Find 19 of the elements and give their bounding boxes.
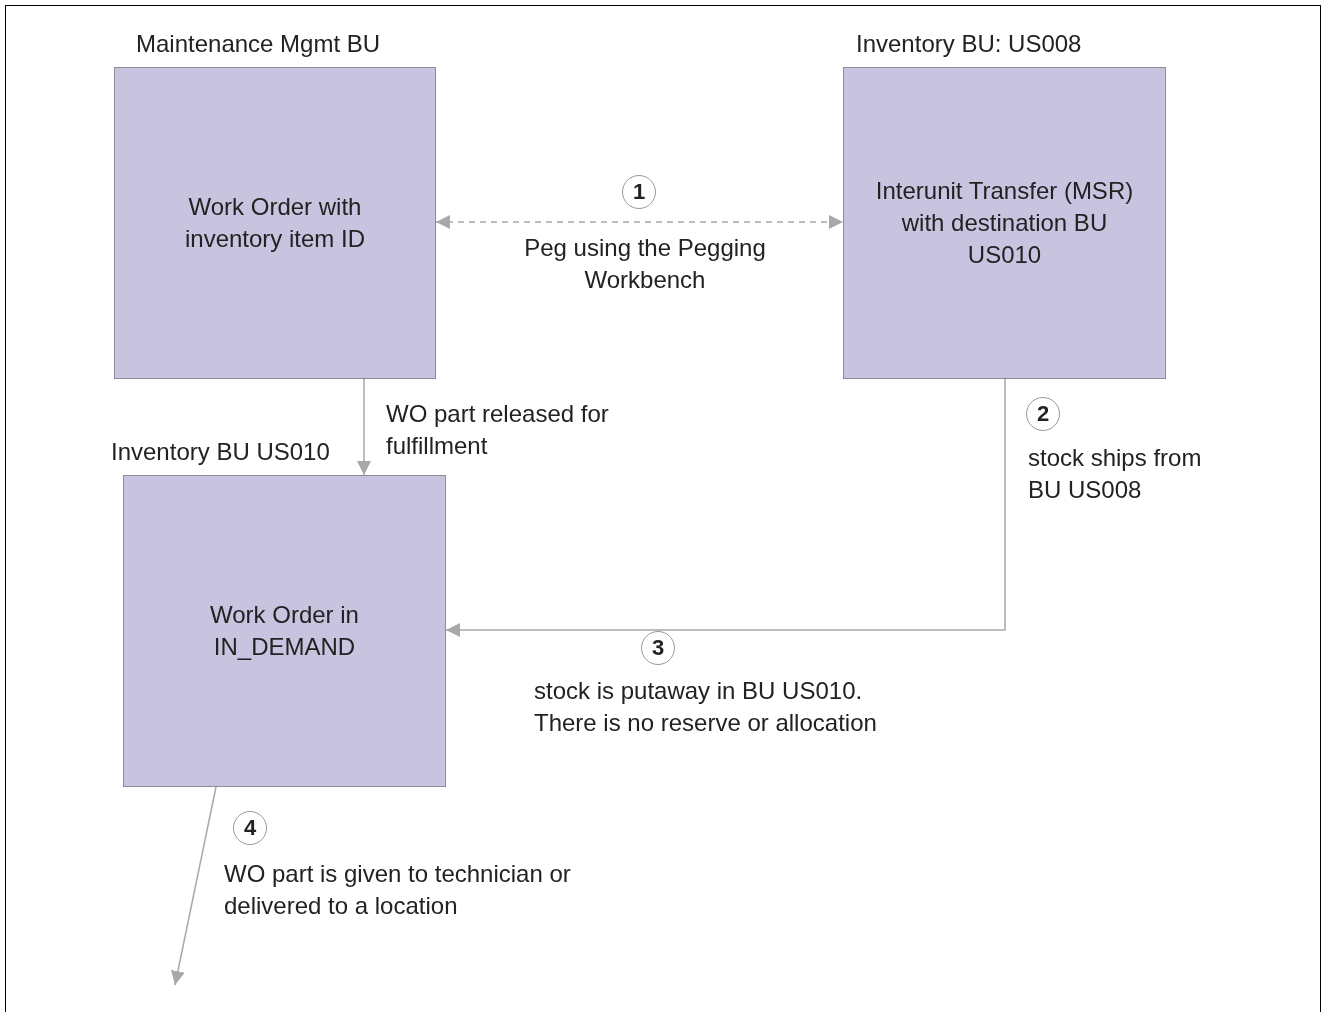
edge-label: stock ships from BU US008 — [1028, 443, 1203, 505]
callout-number: 3 — [641, 631, 675, 665]
note-text: stock is putaway in BU US010. There is no reserve or allocation — [534, 676, 878, 738]
box-heading: Maintenance Mgmt BU — [136, 30, 381, 58]
callout-number: 4 — [233, 811, 267, 845]
callout-number: 2 — [1026, 397, 1060, 431]
box-heading: Inventory BU: US008 — [856, 30, 1082, 58]
edge-label: Peg using the Pegging Workbench — [523, 233, 767, 295]
edge-label: WO part released for fulfillment — [386, 399, 610, 461]
arrow — [171, 786, 217, 986]
box-text: Interunit Transfer (MSR) with destination BU US010 — [874, 176, 1135, 270]
box-text: Work Order with inventory item ID — [183, 192, 367, 254]
edge-label: WO part is given to technician or delivered to a location — [224, 859, 572, 921]
box-text: Work Order in IN_DEMAND — [209, 600, 360, 662]
arrow — [357, 378, 371, 476]
box-heading: Inventory BU US010 — [111, 438, 330, 466]
callout-number: 1 — [622, 175, 656, 209]
arrow — [445, 378, 1006, 637]
arrow — [435, 215, 844, 229]
